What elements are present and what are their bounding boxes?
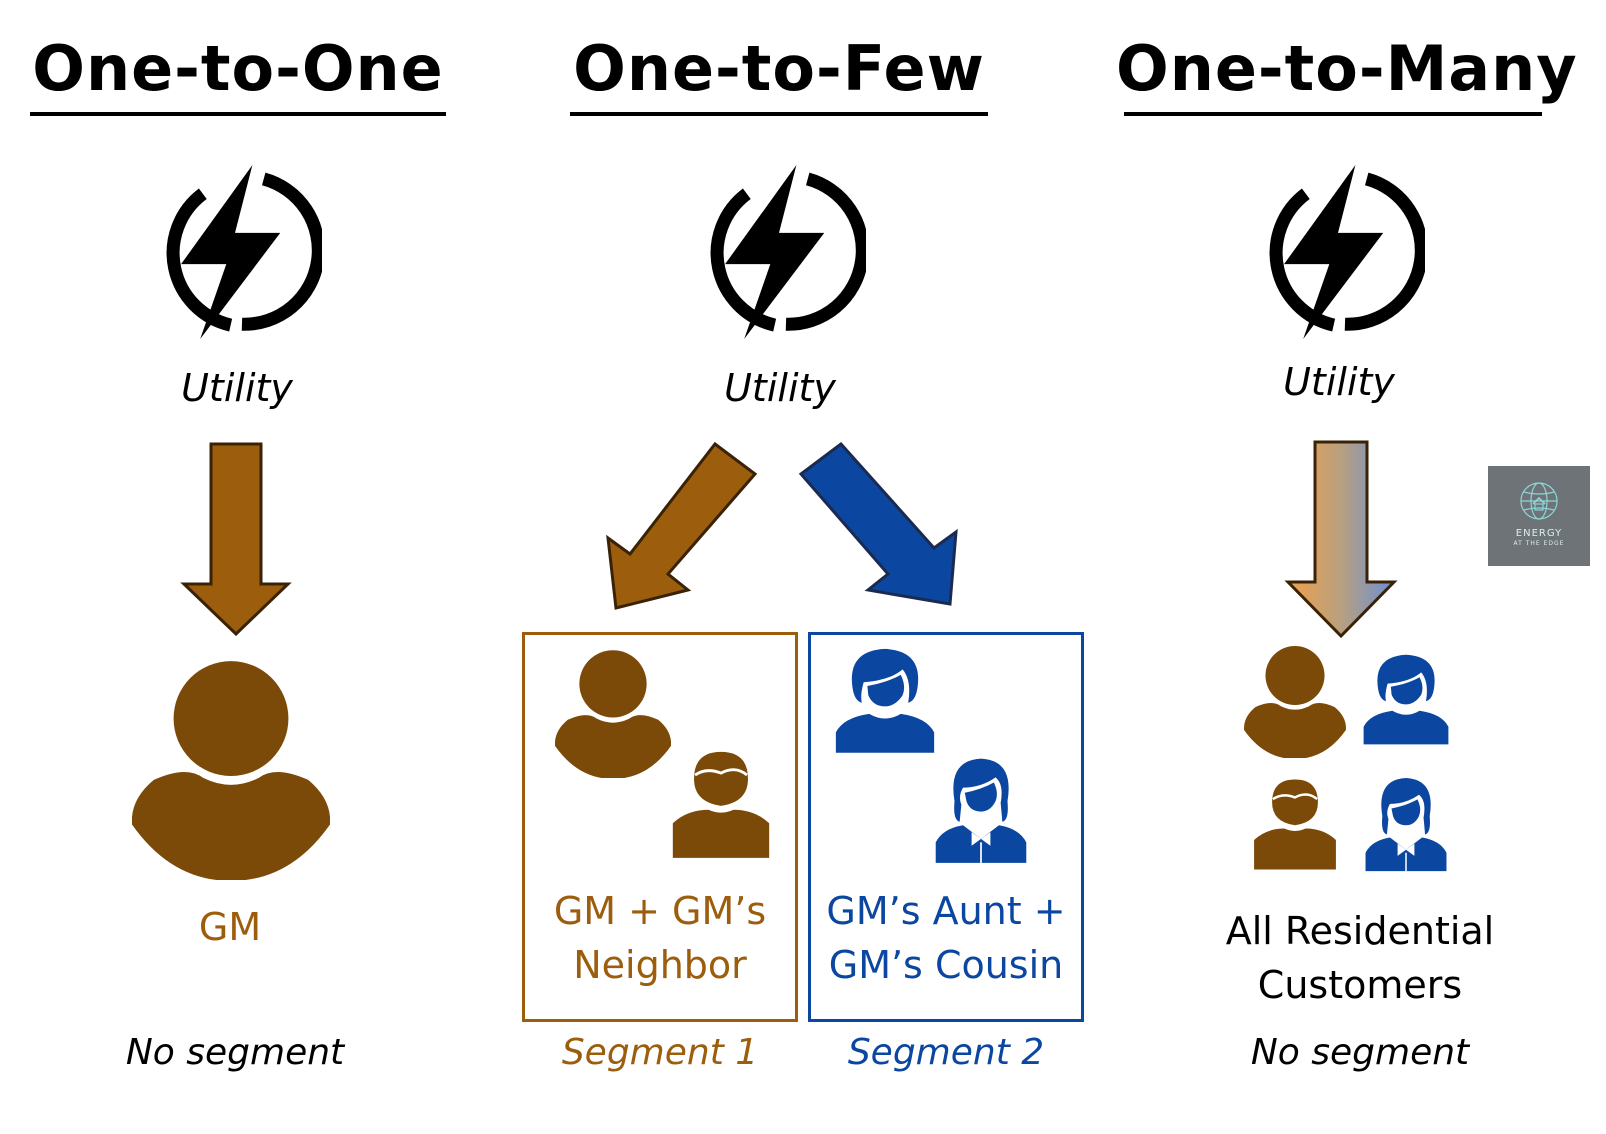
heading-one-to-few: One-to-Few bbox=[573, 32, 985, 105]
woman-icon bbox=[834, 640, 936, 758]
segment-1-label: Segment 1 bbox=[561, 1032, 759, 1073]
boy-icon bbox=[1250, 770, 1340, 874]
boy-icon bbox=[668, 742, 774, 862]
logo-text-energy: ENERGY bbox=[1515, 528, 1563, 539]
gradient-down-arrow bbox=[1284, 440, 1398, 639]
segment-2-label: Segment 2 bbox=[847, 1032, 1045, 1073]
down-arrow bbox=[180, 442, 292, 637]
segment-label: No segment bbox=[125, 1032, 345, 1073]
segment-1-members: GM + GM’s Neighbor bbox=[524, 884, 796, 992]
person-icon bbox=[132, 660, 330, 880]
utility-label: Utility bbox=[1283, 360, 1395, 404]
utility-label: Utility bbox=[724, 366, 836, 410]
segment-1-line-1: GM + GM’s bbox=[553, 889, 767, 933]
target-label-gm: GM bbox=[198, 905, 262, 949]
heading-one-to-one: One-to-One bbox=[32, 32, 444, 105]
heading-underline bbox=[30, 112, 446, 116]
girl-icon bbox=[934, 750, 1028, 868]
segment-2-line-2: GM’s Cousin bbox=[828, 943, 1064, 987]
segment-2-members: GM’s Aunt + GM’s Cousin bbox=[810, 884, 1082, 992]
lightning-power-icon bbox=[148, 152, 322, 352]
heading-underline bbox=[570, 112, 988, 116]
heading-one-to-many: One-to-Many bbox=[1116, 32, 1578, 105]
globe-house-icon bbox=[1520, 482, 1558, 520]
lightning-power-icon bbox=[692, 152, 866, 352]
logo-text-at-the-edge: AT THE EDGE bbox=[1513, 540, 1565, 547]
diagonal-arrow-right bbox=[798, 441, 958, 606]
diagonal-arrow-left bbox=[606, 441, 758, 610]
heading-underline bbox=[1124, 112, 1542, 116]
girl-icon bbox=[1364, 770, 1448, 876]
person-icon bbox=[555, 650, 671, 778]
target-line-1: All Residential bbox=[1225, 909, 1495, 953]
lightning-power-icon bbox=[1251, 152, 1425, 352]
utility-label: Utility bbox=[181, 366, 293, 410]
target-line-2: Customers bbox=[1257, 963, 1463, 1007]
segment-label: No segment bbox=[1250, 1032, 1470, 1073]
energy-at-the-edge-logo: ENERGY AT THE EDGE bbox=[1488, 466, 1590, 566]
segment-1-line-2: Neighbor bbox=[573, 943, 747, 987]
target-label-all-residential: All Residential Customers bbox=[1180, 904, 1540, 1012]
segment-2-line-1: GM’s Aunt + bbox=[826, 889, 1066, 933]
woman-icon bbox=[1362, 646, 1450, 750]
segment-1-box bbox=[522, 632, 798, 1022]
segment-2-box bbox=[808, 632, 1084, 1022]
person-icon bbox=[1244, 646, 1346, 758]
